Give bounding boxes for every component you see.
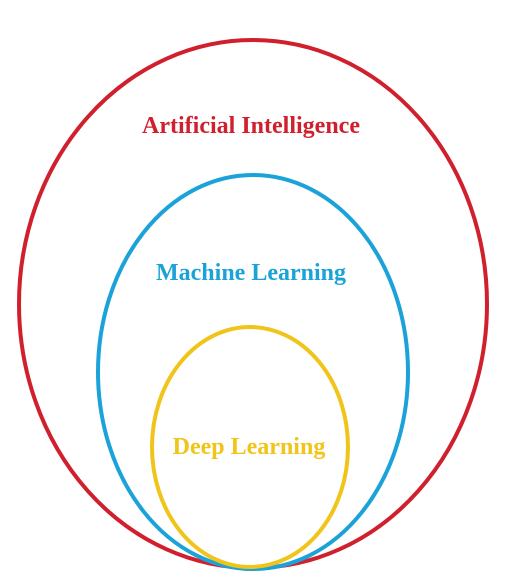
ml-ellipse (96, 173, 410, 571)
dl-label: Deep Learning (173, 434, 326, 460)
ml-label: Machine Learning (156, 260, 346, 286)
ai-label: Artificial Intelligence (142, 113, 360, 139)
dl-ellipse (150, 325, 350, 569)
